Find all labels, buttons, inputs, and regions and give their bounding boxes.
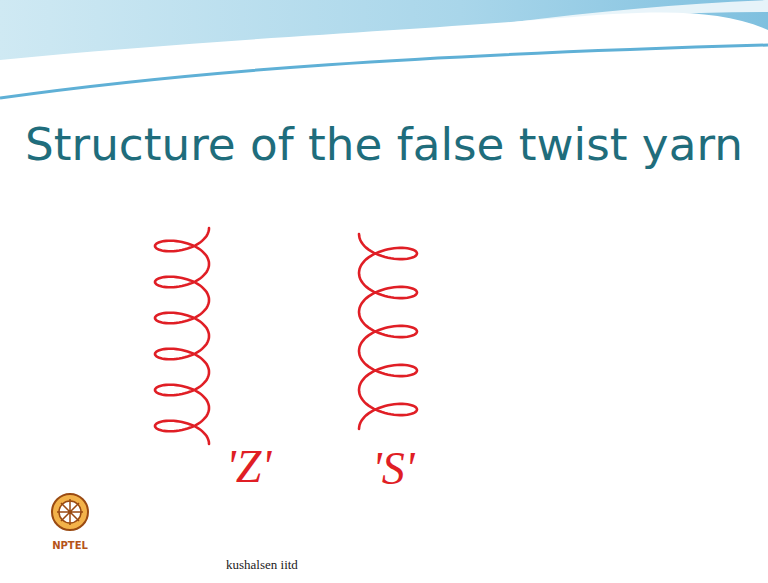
twist-label: 'S' xyxy=(372,442,415,495)
logo-text: NPTEL xyxy=(52,540,88,551)
header-swoosh xyxy=(0,12,768,90)
s-twist-helix xyxy=(359,234,417,429)
header-band xyxy=(0,0,768,90)
header-swoosh xyxy=(380,0,768,40)
nptel-logo xyxy=(52,494,88,530)
z-twist-helix xyxy=(155,228,209,444)
twist-label: 'Z' xyxy=(226,440,271,493)
header-line xyxy=(0,45,768,98)
slide-title: Structure of the false twist yarn xyxy=(0,118,768,171)
author-credit: kushalsen iitd xyxy=(226,557,298,573)
